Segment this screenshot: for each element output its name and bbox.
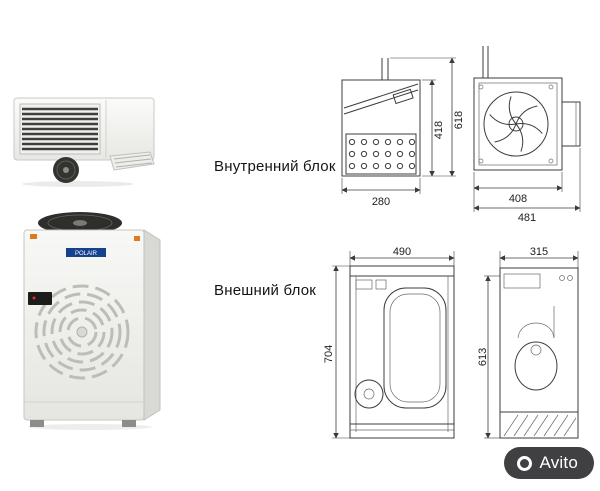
outdoor-unit-photo: POLAIR — [23, 212, 161, 430]
indoor-side-outline — [341, 58, 421, 177]
indoor-side-louver — [109, 151, 155, 171]
outdoor-front-outline — [349, 265, 455, 439]
dim-label-indoor-width-body: 408 — [509, 193, 527, 205]
dim-indoor-depth: 280 — [341, 178, 421, 208]
indoor-side-drawing: 280 418 618 — [341, 57, 465, 208]
indoor-unit-photo — [13, 97, 155, 187]
outdoor-side-drawing: 315 613 — [478, 246, 579, 439]
dim-label-outdoor-height: 704 — [324, 345, 335, 363]
outdoor-unit-side — [143, 229, 161, 421]
indoor-fan-icon — [53, 157, 79, 183]
brand-logo: POLAIR — [66, 248, 106, 257]
dim-label-outdoor-depth: 315 — [530, 246, 548, 258]
dim-indoor-height-body: 418 — [422, 79, 456, 177]
outdoor-front-drawing: 490 704 — [324, 246, 455, 439]
dim-indoor-width-total: 481 — [473, 148, 581, 224]
dim-outdoor-side-height: 613 — [478, 275, 500, 439]
outdoor-unit-label: Внешний блок — [214, 282, 317, 299]
dim-label-indoor-height-total: 618 — [453, 111, 465, 129]
dim-label-outdoor-width: 490 — [393, 246, 411, 258]
outdoor-foot-right — [122, 420, 136, 427]
service-valve-left — [30, 234, 37, 239]
dim-label-indoor-height-body: 418 — [433, 121, 445, 139]
fan-drawing — [478, 84, 554, 164]
indoor-front-drawing: 408 481 — [473, 46, 581, 224]
avito-watermark: Avito — [503, 447, 594, 479]
indoor-unit-grille — [19, 103, 101, 155]
indoor-front-outline — [473, 46, 581, 171]
dim-label-indoor-depth: 280 — [372, 196, 390, 208]
dim-outdoor-depth: 315 — [499, 246, 579, 268]
dim-indoor-height-total: 618 — [390, 57, 465, 177]
indoor-coil-tubes — [348, 138, 416, 170]
brand-logo-text: POLAIR — [75, 251, 98, 257]
indoor-photo-shadow — [22, 181, 134, 187]
outdoor-photo-shadow — [28, 424, 152, 430]
controller-display — [28, 292, 52, 305]
dim-indoor-width-body: 408 — [473, 172, 563, 212]
dim-label-outdoor-side-height: 613 — [478, 348, 489, 366]
outdoor-side-outline — [499, 267, 579, 439]
dim-outdoor-height: 704 — [324, 265, 350, 439]
service-valve-right — [134, 236, 140, 241]
indoor-unit-label: Внутренний блок — [214, 158, 336, 175]
avito-logo-icon — [516, 455, 532, 471]
dim-label-indoor-width-total: 481 — [518, 212, 536, 224]
dim-outdoor-width: 490 — [349, 246, 455, 266]
avito-watermark-text: Avito — [539, 453, 578, 472]
outdoor-foot-left — [30, 420, 44, 427]
outdoor-vent-rings — [34, 284, 130, 380]
